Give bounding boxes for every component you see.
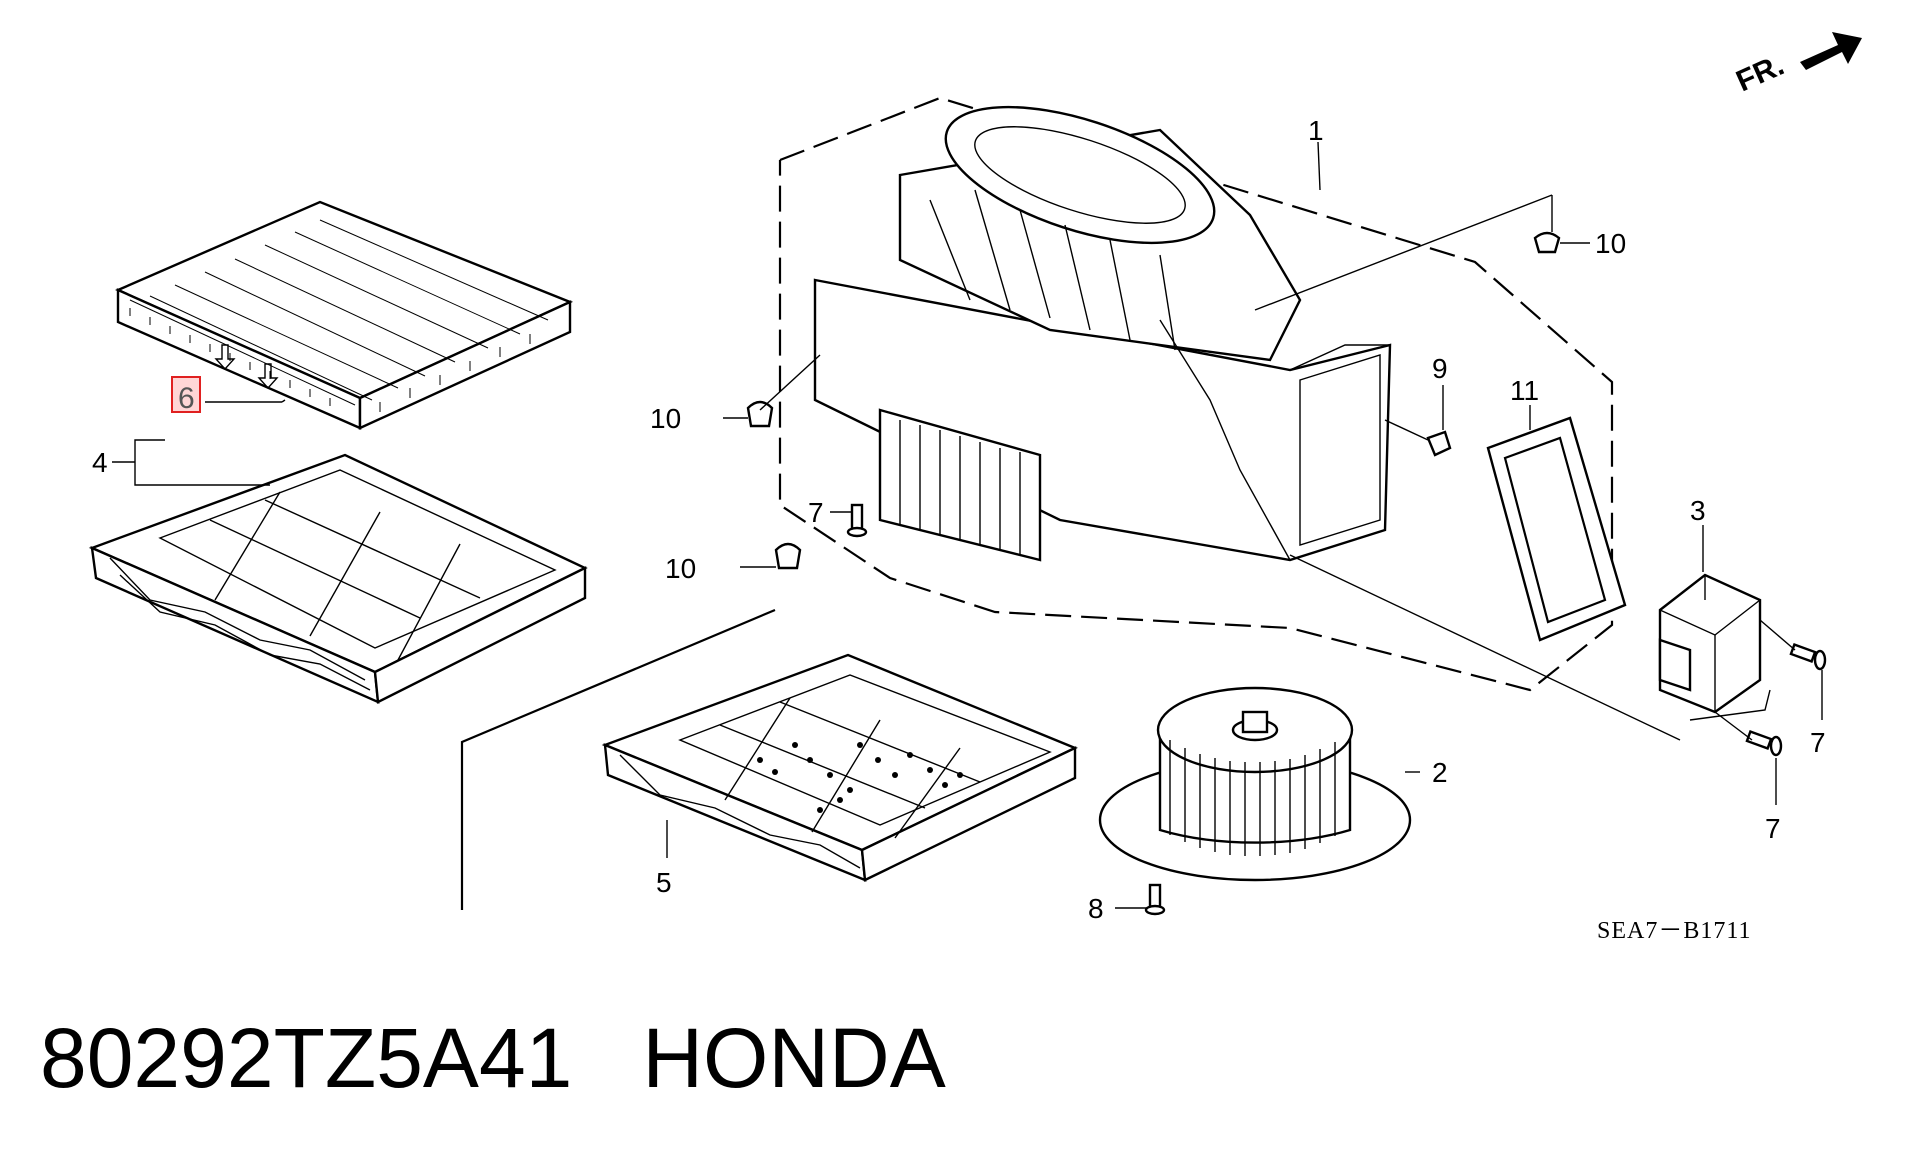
- leader-lines: [112, 141, 1823, 909]
- callout-10-lower: 10: [665, 553, 696, 584]
- callout-6: 6: [178, 382, 195, 415]
- callout-1: 1: [1308, 115, 1324, 146]
- callout-8: 8: [1088, 893, 1104, 924]
- assembly-boundary: [778, 96, 1614, 692]
- front-arrow-icon: [1800, 32, 1862, 70]
- blower-housing-drawing: [813, 105, 1392, 562]
- callout-10-left: 10: [650, 403, 681, 434]
- screw-7-right-upper: [1789, 643, 1827, 671]
- callout-7-right-upper: 7: [1810, 727, 1826, 758]
- callout-10-top-right: 10: [1595, 228, 1626, 259]
- direction-label: FR.: [1731, 49, 1789, 99]
- caption: 80292TZ5A41 HONDA: [40, 1010, 1016, 1107]
- callout-9: 9: [1432, 353, 1448, 384]
- front-direction-indicator: FR.: [1731, 32, 1862, 98]
- nut-9: [1426, 430, 1452, 457]
- blower-motor-drawing: [1098, 686, 1412, 882]
- clip-10-left: [746, 400, 774, 428]
- part-number: 80292TZ5A41: [40, 1011, 573, 1105]
- callout-5: 5: [656, 867, 672, 898]
- screw-7-right-lower: [1745, 730, 1783, 757]
- callout-4: 4: [92, 447, 108, 478]
- callout-2: 2: [1432, 757, 1448, 788]
- resistor-drawing: [1658, 573, 1762, 714]
- callout-7-right-lower: 7: [1765, 813, 1781, 844]
- seal-drawing: [1486, 416, 1627, 642]
- leader-lower-frame: [460, 608, 776, 910]
- screw-8: [1144, 883, 1166, 916]
- callout-11: 11: [1510, 375, 1539, 406]
- clip-10-top-right: [1533, 231, 1561, 254]
- callout-3: 3: [1690, 495, 1706, 526]
- screw-7-left: [846, 503, 868, 538]
- diagram-code: SEA7－B1711: [1597, 918, 1751, 944]
- callout-7-left: 7: [808, 497, 824, 528]
- filter-element-drawing: [115, 200, 574, 430]
- clip-10-lower: [774, 542, 802, 570]
- brand-name: HONDA: [642, 1011, 946, 1105]
- filter-frame-drawing: [88, 453, 588, 704]
- lower-filter-frame-drawing: [601, 653, 1078, 882]
- highlight-box-6: [171, 376, 201, 413]
